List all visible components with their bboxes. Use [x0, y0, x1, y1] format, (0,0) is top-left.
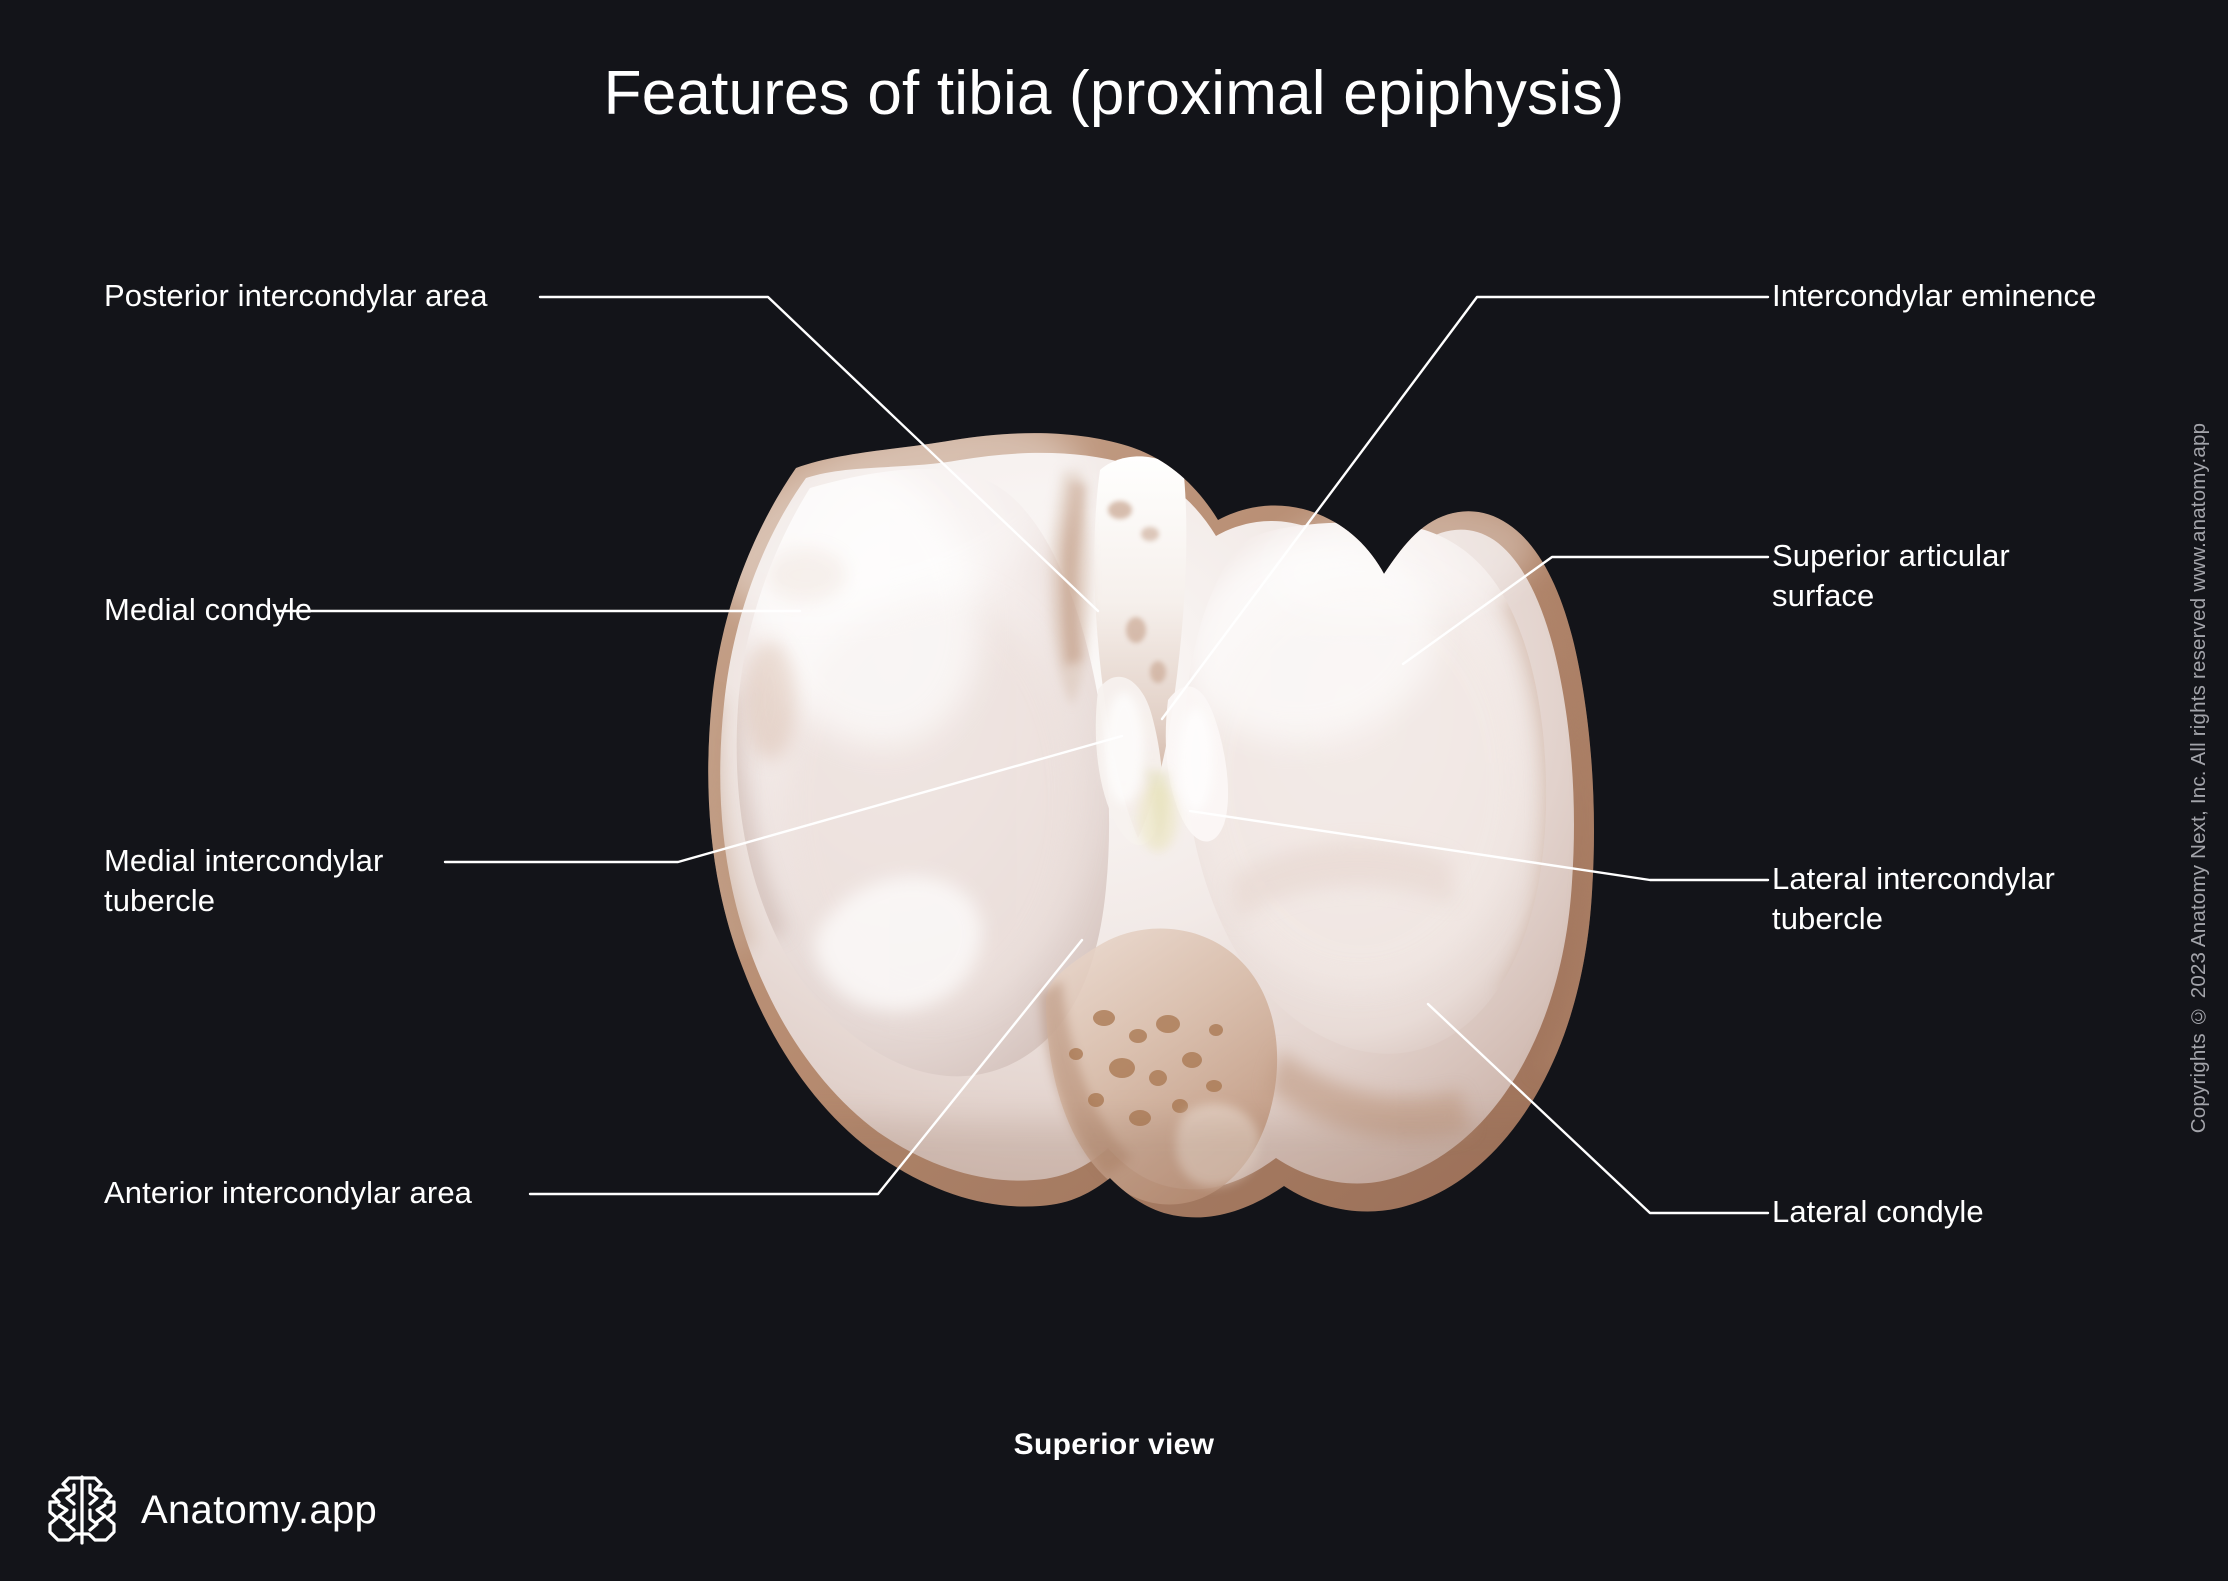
- label-medial-condyle[interactable]: Medial condyle: [104, 592, 313, 627]
- label-lateral-intercondylar-tubercle[interactable]: Lateral intercondylar tubercle: [1772, 861, 2055, 936]
- view-caption: Superior view: [1013, 1428, 1215, 1461]
- brand-logo[interactable]: Anatomy.app: [45, 1472, 377, 1548]
- label-medial-intercondylar-tubercle[interactable]: Medial intercondylar tubercle: [104, 843, 384, 918]
- bone-specimen-graphic: [708, 433, 1594, 1218]
- label-posterior-intercondylar-area[interactable]: Posterior intercondylar area: [104, 278, 488, 313]
- label-lateral-condyle[interactable]: Lateral condyle: [1772, 1194, 1984, 1229]
- copyright-text: Copyrights © 2023 Anatomy Next, Inc. All…: [2187, 422, 2210, 1134]
- label-intercondylar-eminence[interactable]: Intercondylar eminence: [1772, 278, 2097, 313]
- label-anterior-intercondylar-area[interactable]: Anterior intercondylar area: [104, 1175, 472, 1210]
- copyright-notice: Copyrights © 2023 Anatomy Next, Inc. All…: [2184, 278, 2214, 1278]
- page-title: Features of tibia (proximal epiphysis): [603, 59, 1625, 128]
- label-superior-articular-surface[interactable]: Superior articular surface: [1772, 538, 2010, 613]
- brand-name: Anatomy.app: [141, 1487, 378, 1532]
- brain-logo-icon: [48, 1475, 116, 1545]
